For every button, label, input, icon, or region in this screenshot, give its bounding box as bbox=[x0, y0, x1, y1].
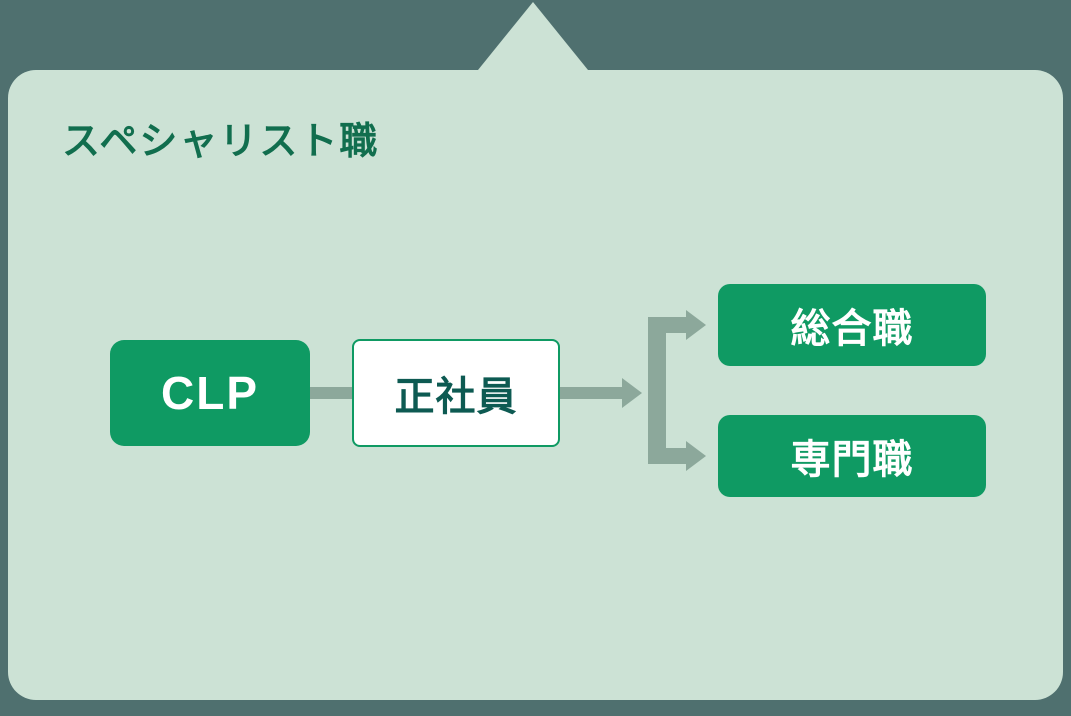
node-clp: CLP bbox=[110, 340, 310, 446]
node-seishain: 正社員 bbox=[352, 339, 560, 447]
branch-arm-bottom bbox=[648, 448, 686, 464]
connector-clp-to-seishain bbox=[310, 387, 352, 399]
node-clp-label: CLP bbox=[161, 367, 259, 419]
arrow-right-icon bbox=[622, 378, 642, 408]
specialist-panel: スペシャリスト職 CLP 正社員 総合職 専門職 bbox=[8, 70, 1063, 700]
node-senmonshoku: 専門職 bbox=[718, 415, 986, 497]
node-sogoshoku: 総合職 bbox=[718, 284, 986, 366]
panel-title: スペシャリスト職 bbox=[62, 121, 380, 163]
connector-seishain-to-branch bbox=[560, 387, 624, 399]
branch-bracket-vertical bbox=[648, 317, 666, 464]
arrow-right-bottom-icon bbox=[686, 441, 706, 471]
node-seishain-label: 正社員 bbox=[394, 375, 518, 419]
node-sogoshoku-label: 総合職 bbox=[790, 307, 914, 351]
branch-arm-top bbox=[648, 317, 686, 333]
arrow-right-top-icon bbox=[686, 310, 706, 340]
node-senmonshoku-label: 専門職 bbox=[790, 438, 914, 482]
panel-notch-triangle bbox=[478, 2, 588, 70]
